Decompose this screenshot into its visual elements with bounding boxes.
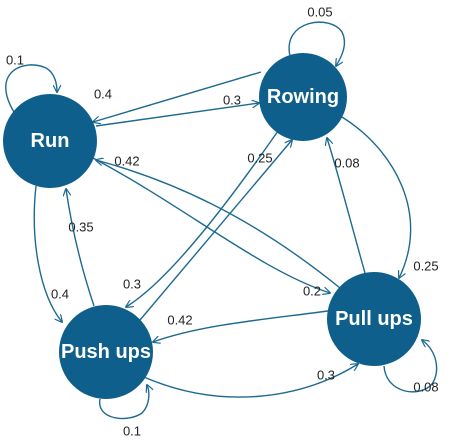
edge-pullups-to-run xyxy=(96,160,341,289)
edge-label-pullups-to-rowing: 0.08 xyxy=(334,156,359,171)
edge-rowing-to-rowing xyxy=(288,21,346,66)
node-run xyxy=(3,94,97,188)
edge-label-run-to-run: 0.1 xyxy=(6,53,24,68)
edge-rowing-to-run xyxy=(93,71,262,122)
edge-label-rowing-to-run: 0.4 xyxy=(94,87,112,102)
edge-rowing-to-pullups xyxy=(341,116,412,278)
node-label-pushups: Push ups xyxy=(61,341,151,363)
edge-run-to-rowing xyxy=(95,103,259,127)
edge-run-to-pushups xyxy=(33,185,62,322)
edge-pullups-to-pushups xyxy=(153,310,329,342)
edge-label-pushups-to-pullups: 0.3 xyxy=(317,368,335,383)
edge-pullups-to-pullups xyxy=(383,340,438,393)
edge-label-rowing-to-pullups: 0.25 xyxy=(413,259,438,274)
node-label-pullups: Pull ups xyxy=(335,308,413,330)
edge-label-pushups-to-rowing: 0.25 xyxy=(247,151,272,166)
node-rowing xyxy=(259,53,347,141)
edge-rowing-to-pushups xyxy=(126,130,279,307)
edge-pushups-to-rowing xyxy=(139,140,292,321)
edge-label-run-to-pushups: 0.4 xyxy=(51,287,69,302)
edge-pushups-to-pushups xyxy=(99,385,149,420)
edge-label-pushups-to-pushups: 0.1 xyxy=(123,424,141,439)
node-pullups xyxy=(327,272,421,366)
edge-label-rowing-to-rowing: 0.05 xyxy=(307,5,332,20)
edge-pullups-to-rowing xyxy=(327,138,366,274)
edge-pushups-to-run xyxy=(66,189,95,307)
edge-label-pullups-to-run: 0.42 xyxy=(114,154,139,169)
edge-label-run-to-rowing: 0.3 xyxy=(223,93,241,108)
edge-labels-layer: 0.1 0.05 0.1 0.08 0.4 0.3 0.42 0.2 0.35 0.4 0.25 0.… xyxy=(6,5,439,439)
edge-label-pushups-to-run: 0.35 xyxy=(68,220,93,235)
node-label-run: Run xyxy=(31,130,70,152)
node-pushups xyxy=(59,305,153,399)
edge-run-to-run xyxy=(5,64,57,113)
edge-label-rowing-to-pushups: 0.3 xyxy=(123,277,141,292)
edge-label-pullups-to-pushups: 0.42 xyxy=(167,313,192,328)
edge-pushups-to-pullups xyxy=(143,364,358,398)
edges-layer xyxy=(5,21,438,420)
edge-label-run-to-pullups: 0.2 xyxy=(303,284,321,299)
node-label-rowing: Rowing xyxy=(267,86,339,108)
edge-run-to-pullups xyxy=(92,157,330,293)
edge-label-pullups-to-pullups: 0.08 xyxy=(413,380,438,395)
